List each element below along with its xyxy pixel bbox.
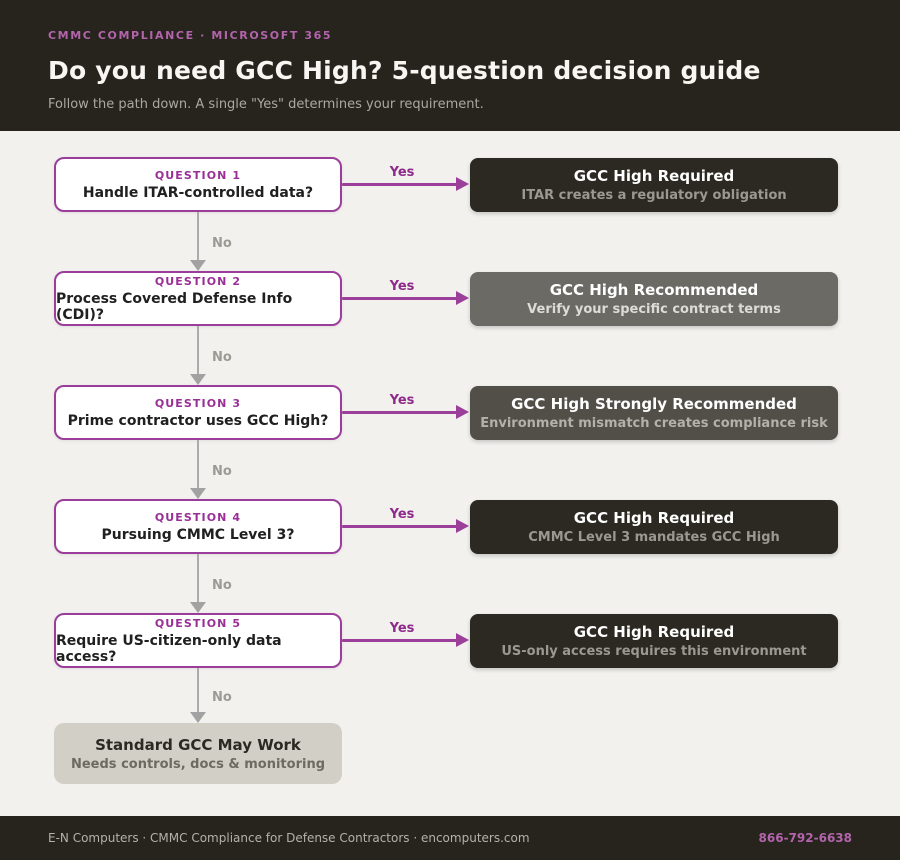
question-4-label: QUESTION 4 (154, 510, 242, 524)
question-3-text: Prime contractor uses GCC High? (67, 412, 329, 429)
no-connector-4: No (0, 554, 900, 613)
result-box-5: GCC High Required US-only access require… (470, 614, 838, 668)
result-5-title: GCC High Required (573, 623, 735, 641)
header: CMMC COMPLIANCE · MICROSOFT 365 Do you n… (0, 0, 900, 131)
final-outcome-box: Standard GCC May Work Needs controls, do… (54, 723, 342, 784)
question-1-label: QUESTION 1 (154, 168, 242, 182)
result-1-title: GCC High Required (573, 167, 735, 185)
yes-arrow-1 (342, 183, 460, 186)
result-2-title: GCC High Recommended (549, 281, 759, 299)
flow-row-3: QUESTION 3 Prime contractor uses GCC Hig… (0, 385, 900, 440)
result-box-1: GCC High Required ITAR creates a regulat… (470, 158, 838, 212)
result-1-subtitle: ITAR creates a regulatory obligation (521, 188, 787, 203)
yes-arrow-5 (342, 639, 460, 642)
question-3-label: QUESTION 3 (154, 396, 242, 410)
no-connector-5: No (0, 668, 900, 723)
yes-label-3: Yes (389, 393, 415, 408)
no-arrow-line (197, 668, 199, 713)
no-arrowhead-icon (190, 260, 206, 271)
yes-arrowhead-icon (456, 177, 469, 191)
question-2-label: QUESTION 2 (154, 274, 242, 288)
result-box-4: GCC High Required CMMC Level 3 mandates … (470, 500, 838, 554)
yes-arrowhead-icon (456, 633, 469, 647)
no-label-5: No (212, 690, 232, 705)
no-arrowhead-icon (190, 602, 206, 613)
yes-arrowhead-icon (456, 291, 469, 305)
yes-arrow-3 (342, 411, 460, 414)
question-box-1: QUESTION 1 Handle ITAR-controlled data? (54, 157, 342, 212)
result-3-subtitle: Environment mismatch creates compliance … (480, 416, 828, 431)
flow-row-5: QUESTION 5 Require US-citizen-only data … (0, 613, 900, 668)
final-outcome-subtitle: Needs controls, docs & monitoring (70, 756, 326, 772)
footer: E-N Computers · CMMC Compliance for Defe… (0, 816, 900, 860)
question-box-3: QUESTION 3 Prime contractor uses GCC Hig… (54, 385, 342, 440)
page-title: Do you need GCC High? 5-question decisio… (48, 56, 761, 85)
result-box-2: GCC High Recommended Verify your specifi… (470, 272, 838, 326)
no-arrowhead-icon (190, 488, 206, 499)
footer-company-text: E-N Computers · CMMC Compliance for Defe… (48, 831, 530, 845)
yes-label-4: Yes (389, 507, 415, 522)
no-connector-2: No (0, 326, 900, 385)
no-arrow-line (197, 326, 199, 375)
flow-row-1: QUESTION 1 Handle ITAR-controlled data? … (0, 157, 900, 212)
yes-label-5: Yes (389, 621, 415, 636)
yes-label-2: Yes (389, 279, 415, 294)
no-arrowhead-icon (190, 712, 206, 723)
no-label-4: No (212, 578, 232, 593)
yes-arrow-2 (342, 297, 460, 300)
no-label-2: No (212, 350, 232, 365)
footer-phone-number: 866-792-6638 (758, 831, 852, 845)
result-box-3: GCC High Strongly Recommended Environmen… (470, 386, 838, 440)
no-connector-3: No (0, 440, 900, 499)
no-arrow-line (197, 212, 199, 261)
yes-arrowhead-icon (456, 519, 469, 533)
question-5-label: QUESTION 5 (154, 616, 242, 630)
result-5-subtitle: US-only access requires this environment (501, 644, 807, 659)
result-4-title: GCC High Required (573, 509, 735, 527)
flow-row-4: QUESTION 4 Pursuing CMMC Level 3? Yes GC… (0, 499, 900, 554)
yes-arrow-4 (342, 525, 460, 528)
header-eyebrow: CMMC COMPLIANCE · MICROSOFT 365 (48, 29, 333, 42)
result-3-title: GCC High Strongly Recommended (511, 395, 797, 413)
question-box-4: QUESTION 4 Pursuing CMMC Level 3? (54, 499, 342, 554)
no-arrow-line (197, 440, 199, 489)
yes-label-1: Yes (389, 165, 415, 180)
flow-row-2: QUESTION 2 Process Covered Defense Info … (0, 271, 900, 326)
question-box-2: QUESTION 2 Process Covered Defense Info … (54, 271, 342, 326)
question-4-text: Pursuing CMMC Level 3? (101, 526, 295, 543)
no-arrow-line (197, 554, 199, 603)
result-4-subtitle: CMMC Level 3 mandates GCC High (528, 530, 780, 545)
result-2-subtitle: Verify your specific contract terms (527, 302, 781, 317)
question-5-text: Require US-citizen-only data access? (56, 632, 282, 665)
question-1-text: Handle ITAR-controlled data? (82, 184, 314, 201)
question-box-5: QUESTION 5 Require US-citizen-only data … (54, 613, 342, 668)
yes-arrowhead-icon (456, 405, 469, 419)
page-subtitle: Follow the path down. A single "Yes" det… (48, 97, 484, 112)
question-2-text: Process Covered Defense Info (CDI)? (56, 290, 293, 323)
no-connector-1: No (0, 212, 900, 271)
final-outcome-title: Standard GCC May Work (95, 735, 301, 754)
no-arrowhead-icon (190, 374, 206, 385)
no-label-3: No (212, 464, 232, 479)
no-label-1: No (212, 236, 232, 251)
